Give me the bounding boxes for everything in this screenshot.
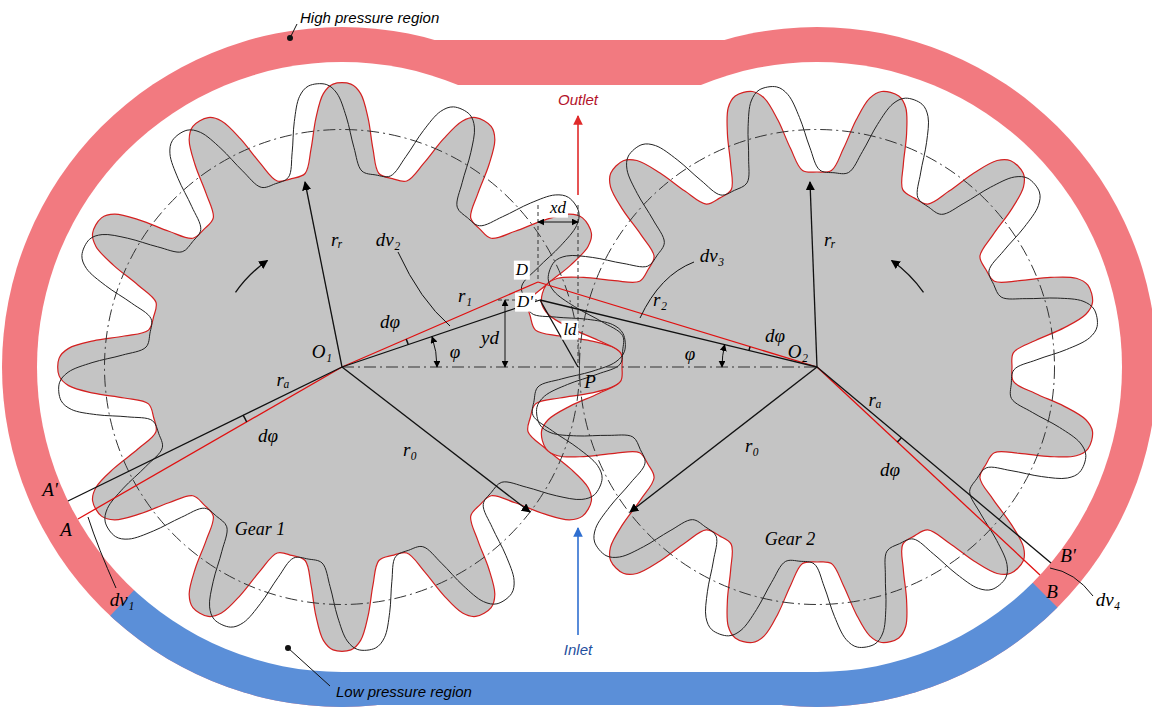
radius-label: r₀ <box>745 436 759 457</box>
leader-line <box>288 648 330 686</box>
angle-label: dφ <box>765 326 785 347</box>
angle-arc <box>243 415 247 422</box>
radius-line <box>78 367 342 519</box>
dimension-label: xd <box>548 199 568 218</box>
inlet-arrow <box>577 528 579 635</box>
angle-label: φ <box>685 344 696 365</box>
radius-arrow <box>810 182 817 367</box>
port-label: Outlet <box>558 92 598 109</box>
point-label: B <box>1046 582 1058 603</box>
dimension-guide <box>578 205 579 367</box>
leader-dot <box>287 35 293 41</box>
dimension-label: yd <box>481 328 499 349</box>
gear-body <box>541 91 1092 642</box>
radius-label: rₐ <box>869 390 882 411</box>
point-label: A' <box>42 480 58 501</box>
leader-line <box>1050 568 1093 596</box>
radius-label: r₀ <box>403 440 417 461</box>
angle-arc <box>897 438 901 442</box>
pitch-circle <box>105 130 580 605</box>
region-label: High pressure region <box>300 10 439 27</box>
angle-label: dφ <box>880 460 900 481</box>
center-line <box>342 367 817 368</box>
radius-label: rₐ <box>277 370 290 391</box>
port-label: Inlet <box>564 642 592 659</box>
radius-line <box>68 367 342 501</box>
high-pressure-band <box>2 27 1152 707</box>
center-label: O₁ <box>312 342 332 363</box>
gears <box>58 83 1098 652</box>
angle-arc <box>406 339 408 345</box>
dimension-label: ld <box>561 321 578 340</box>
low-pressure-band <box>2 27 1152 707</box>
pitch-lines <box>105 130 1055 605</box>
gear-previous-outline <box>537 87 1098 648</box>
dimension-guide <box>498 300 540 301</box>
pump-cavity <box>37 62 1122 672</box>
radius-label: r₂ <box>653 290 667 311</box>
radius-arrow <box>630 367 817 512</box>
volume-label: dv₂ <box>376 230 401 251</box>
rotation-arrow <box>236 261 268 293</box>
region-label: Low pressure region <box>336 684 472 701</box>
gear-label: Gear 2 <box>765 530 816 550</box>
radius-arrow <box>342 367 530 512</box>
radius-label: rᵣ <box>824 230 836 251</box>
angle-arc <box>722 345 725 367</box>
point-label: B' <box>1060 546 1076 567</box>
rotation-arrow <box>892 261 924 293</box>
point-label: A <box>60 520 72 541</box>
angle-label: dφ <box>380 312 400 333</box>
point-label: P <box>584 372 596 393</box>
radius-line <box>538 282 817 367</box>
radius-label: r₁ <box>458 286 472 307</box>
pump-housing <box>2 27 1152 707</box>
volume-label: dv₁ <box>110 590 135 611</box>
radius-arrow <box>305 182 342 367</box>
center-label: O₂ <box>788 342 808 363</box>
dimension-arrow <box>538 222 578 223</box>
dimension-guide <box>538 205 539 282</box>
radius-line <box>342 300 540 367</box>
angle-label: dφ <box>258 426 278 447</box>
radius-line <box>817 367 1051 563</box>
outlet-arrow <box>577 116 579 195</box>
radius-line <box>342 282 538 367</box>
gear-label: Gear 1 <box>235 520 286 540</box>
angle-label: φ <box>450 342 461 363</box>
contact-line <box>540 300 578 367</box>
angle-arc <box>749 347 750 351</box>
point-label: D <box>514 261 530 280</box>
radius-line <box>817 367 1040 575</box>
angle-arc <box>432 337 437 367</box>
leader-dot <box>285 645 291 651</box>
construction-lines <box>68 24 1093 686</box>
radius-label: rᵣ <box>331 230 343 251</box>
leader-line <box>88 517 116 588</box>
volume-label: dv₄ <box>1096 590 1121 611</box>
point-label: D' <box>515 293 535 312</box>
leader-line <box>398 252 450 326</box>
volume-label: dv₃ <box>700 246 725 267</box>
radius-line <box>540 300 817 367</box>
leader-line <box>640 262 694 318</box>
dimension-arrow <box>505 300 506 367</box>
